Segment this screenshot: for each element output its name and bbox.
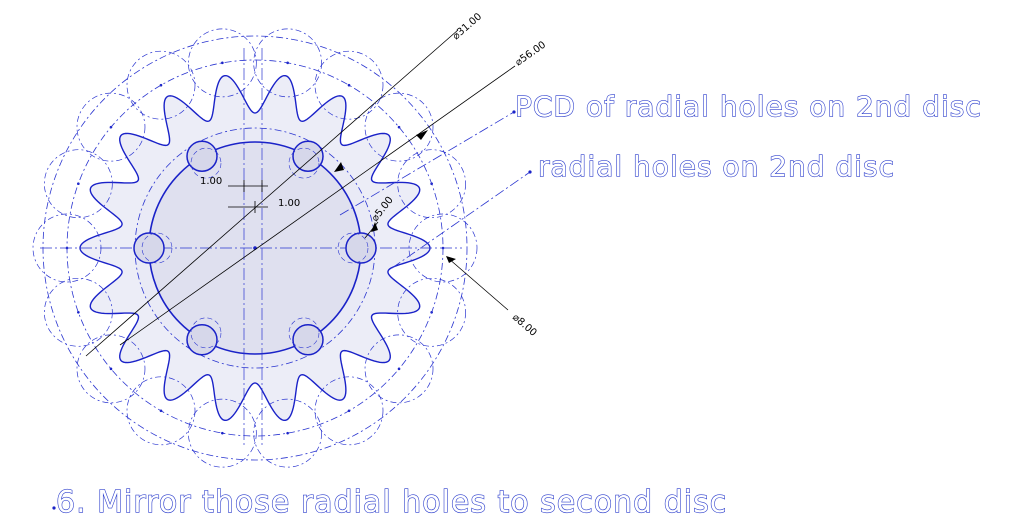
dim-pitch-diameter[interactable]: ⌀8.00 xyxy=(510,312,539,339)
construction-circle xyxy=(364,334,434,404)
radial-holes[interactable] xyxy=(133,140,377,356)
callout-leaders xyxy=(339,111,531,269)
dimension-arrows xyxy=(334,130,456,263)
radial-hole[interactable] xyxy=(345,232,377,264)
construction-circle xyxy=(188,398,257,468)
construction-circle xyxy=(397,149,467,219)
construction-circle xyxy=(397,277,467,347)
dim-offset-1[interactable]: 1.00 xyxy=(200,176,222,187)
radial-hole-ghost xyxy=(288,147,320,179)
construction-center-point xyxy=(286,431,289,435)
construction-circle xyxy=(188,28,257,98)
offset-dimensions xyxy=(228,180,268,213)
construction-center-point xyxy=(221,61,224,65)
dim-pcd-diameter[interactable]: ⌀56.00 xyxy=(513,40,548,69)
construction-circle xyxy=(76,92,146,162)
callout-step-text: 6. Mirror those radial holes to second d… xyxy=(56,485,727,520)
construction-circle xyxy=(43,149,113,219)
construction-circle xyxy=(314,376,384,446)
construction-circle xyxy=(408,213,478,283)
construction-circle xyxy=(253,28,322,98)
callout-holes-dot xyxy=(528,170,532,174)
dimension-lines xyxy=(85,29,516,357)
radial-hole-ghost xyxy=(141,232,173,264)
construction-circle xyxy=(76,334,146,404)
construction-center-point xyxy=(347,83,351,87)
callout-holes-text: radial holes on 2nd disc xyxy=(538,150,895,183)
construction-circle xyxy=(126,376,196,446)
dim-offset-2[interactable]: 1.00 xyxy=(278,198,300,209)
construction-circle xyxy=(126,50,196,120)
dim-outer-diameter[interactable]: ⌀31.00 xyxy=(451,11,484,42)
radial-hole-ghost xyxy=(288,317,320,349)
construction-circle xyxy=(364,92,434,162)
radial-hole-ghost xyxy=(190,147,222,179)
radial-hole-ghost xyxy=(337,232,369,264)
construction-circle xyxy=(314,50,384,120)
construction-circles xyxy=(32,28,478,468)
construction-center-point xyxy=(221,431,224,435)
callout-step-dot xyxy=(52,506,56,510)
callout-pcd-dot xyxy=(512,110,516,114)
callout-pcd-text: PCD of radial holes on 2nd disc xyxy=(515,90,982,123)
construction-circle xyxy=(253,398,322,468)
radial-hole[interactable] xyxy=(133,232,165,264)
construction-circle xyxy=(43,277,113,347)
radial-hole-ghost xyxy=(190,317,222,349)
